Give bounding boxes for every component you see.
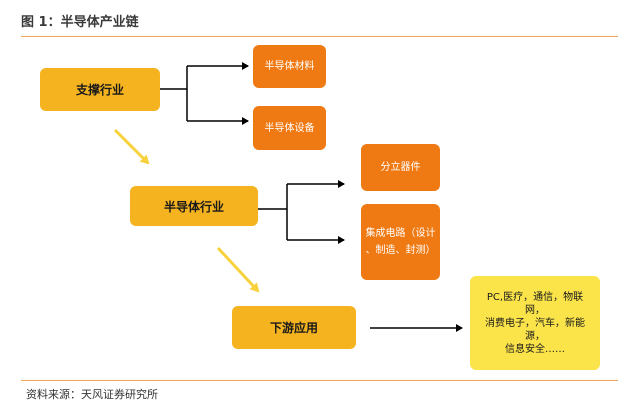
bottom-divider — [21, 380, 618, 381]
figure-title: 图 1：半导体产业链 — [21, 15, 139, 30]
support-industry-label: 支撑行业 — [75, 83, 124, 97]
source-note: 资料来源：天风证券研究所 — [26, 388, 158, 401]
top-divider — [21, 36, 618, 37]
discrete-devices-label: 分立器件 — [380, 162, 421, 173]
application-fields-line-2: 消费电子，汽车，新能源， — [485, 317, 585, 342]
equipment-label: 半导体设备 — [264, 122, 315, 134]
integrated-circuit-box: 集成电路（设计 、制造、封测） — [361, 204, 440, 280]
semiconductor-industry-label: 半导体行业 — [163, 199, 224, 214]
discrete-devices-box: 分立器件 — [361, 144, 440, 191]
application-fields-line-3: 信息安全…… — [505, 343, 565, 355]
equipment-box: 半导体设备 — [253, 106, 326, 150]
materials-box: 半导体材料 — [253, 45, 326, 88]
flow-arrow-support-to-semi — [113, 128, 150, 165]
application-fields-box: PC,医疗，通信，物联网， 消费电子，汽车，新能源， 信息安全…… — [470, 276, 600, 370]
application-fields-line-1: PC,医疗，通信，物联网， — [486, 291, 584, 316]
downstream-applications-label: 下游应用 — [269, 321, 318, 335]
downstream-applications-box: 下游应用 — [232, 306, 356, 349]
support-industry-box: 支撑行业 — [40, 68, 160, 111]
ic-label-line-1: 集成电路（设计 — [365, 228, 436, 239]
semiconductor-industry-box: 半导体行业 — [130, 186, 258, 226]
flow-arrow-semi-to-downstream — [216, 246, 260, 293]
materials-label: 半导体材料 — [264, 61, 315, 72]
ic-label-line-2: 、制造、封测） — [365, 245, 436, 256]
